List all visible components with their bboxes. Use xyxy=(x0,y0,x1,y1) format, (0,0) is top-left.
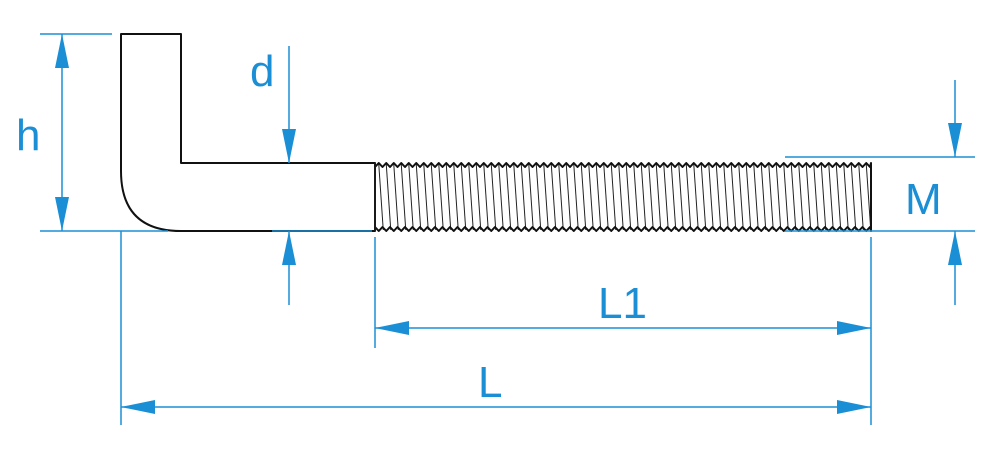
thread-crest xyxy=(610,163,617,231)
thread-crest xyxy=(385,163,392,231)
thread-crest xyxy=(393,163,399,231)
d-arrow-down xyxy=(282,129,296,163)
d-arrow-up xyxy=(282,231,296,265)
label-d: d xyxy=(250,47,274,96)
thread-crest xyxy=(805,163,812,231)
thread-crest xyxy=(835,163,842,231)
thread-crest xyxy=(603,163,609,231)
thread-crest xyxy=(753,163,759,231)
thread-crest xyxy=(723,163,729,231)
thread-crest xyxy=(490,163,497,231)
dimension-l: L xyxy=(121,358,871,414)
label-l: L xyxy=(478,358,502,407)
thread-crest xyxy=(745,163,752,231)
thread-crest xyxy=(535,163,542,231)
thread-crest xyxy=(460,163,467,231)
thread-crest xyxy=(843,163,849,231)
thread-crest xyxy=(648,163,654,231)
thread-crest xyxy=(775,163,782,231)
thread-bottom-edge xyxy=(374,226,872,232)
m-arrow-down xyxy=(948,123,962,157)
h-arrow-top xyxy=(55,34,69,68)
dimension-h: h xyxy=(16,34,69,231)
thread-crest xyxy=(663,163,669,231)
thread-crest xyxy=(708,163,714,231)
thread-crest xyxy=(820,163,827,231)
thread-crest xyxy=(423,163,429,231)
hook-bolt-body xyxy=(120,33,872,232)
thread-crest xyxy=(790,163,797,231)
thread-crest xyxy=(378,163,384,231)
thread-crest xyxy=(738,163,744,231)
thread-crest xyxy=(693,163,699,231)
thread-crest xyxy=(730,163,737,231)
thread-crest xyxy=(565,163,572,231)
thread-crest xyxy=(858,163,864,231)
thread-crest xyxy=(580,163,587,231)
l-arrow-right xyxy=(837,400,871,414)
thread-crest xyxy=(595,163,602,231)
l1-arrow-left xyxy=(375,321,409,335)
thread-crest xyxy=(528,163,534,231)
thread-crest xyxy=(415,163,422,231)
thread-crest xyxy=(520,163,527,231)
thread-crest xyxy=(715,163,722,231)
thread-crest xyxy=(670,163,677,231)
thread-crest xyxy=(760,163,767,231)
thread-crest xyxy=(558,163,564,231)
thread-crest xyxy=(655,163,662,231)
thread-crest xyxy=(678,163,684,231)
thread-crest xyxy=(445,163,452,231)
extension-lines xyxy=(40,33,975,425)
thread-crest xyxy=(543,163,549,231)
dimension-l1: L1 xyxy=(375,279,871,335)
thread-crest xyxy=(498,163,504,231)
thread-crest xyxy=(400,163,407,231)
label-h: h xyxy=(16,111,40,160)
thread-crest xyxy=(828,163,834,231)
thread-crest xyxy=(408,163,414,231)
thread-crest xyxy=(798,163,804,231)
thread-crest xyxy=(430,163,437,231)
thread-crest xyxy=(633,163,639,231)
dimension-d: d xyxy=(250,46,296,305)
thread-crest xyxy=(813,163,819,231)
thread-crest xyxy=(850,163,857,231)
thread-crest xyxy=(438,163,444,231)
thread-crest xyxy=(685,163,692,231)
hook-outline xyxy=(120,33,376,232)
thread-crest xyxy=(625,163,632,231)
thread-crest xyxy=(640,163,647,231)
thread-lines xyxy=(378,163,872,231)
thread-crest xyxy=(783,163,789,231)
thread-crest xyxy=(513,163,519,231)
thread-crest xyxy=(768,163,774,231)
thread-crest xyxy=(475,163,482,231)
thread-crest xyxy=(550,163,557,231)
thread-crest xyxy=(618,163,624,231)
h-arrow-bottom xyxy=(55,197,69,231)
l-arrow-left xyxy=(121,400,155,414)
thread-crest xyxy=(453,163,459,231)
thread-crest xyxy=(700,163,707,231)
thread-crest xyxy=(573,163,579,231)
thread-crest xyxy=(483,163,489,231)
thread-crest xyxy=(505,163,512,231)
label-m: M xyxy=(905,175,942,224)
thread-top-edge xyxy=(374,162,872,168)
l1-arrow-right xyxy=(837,321,871,335)
label-l1: L1 xyxy=(598,279,647,328)
m-arrow-up xyxy=(948,231,962,265)
dimension-m: M xyxy=(905,80,962,305)
thread-crest xyxy=(468,163,474,231)
thread-crest xyxy=(588,163,594,231)
